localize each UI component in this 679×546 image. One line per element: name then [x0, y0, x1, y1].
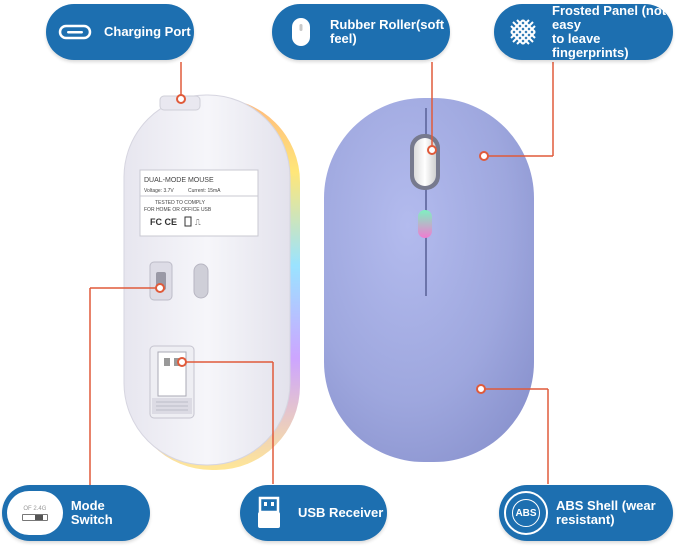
abs-badge-text: ABS — [512, 499, 540, 527]
usb-receiver-callout: USB Receiver — [240, 485, 387, 541]
toggle-switch-icon: OF 2.4G — [7, 491, 63, 535]
frosted-panel-label: Frosted Panel (not easy to leave fingerp… — [552, 4, 673, 60]
charging-port-label: Charging Port — [104, 24, 191, 39]
frosted-panel-label-line1: Frosted Panel (not easy — [552, 3, 667, 32]
frosted-texture-icon — [502, 11, 544, 53]
frosted-panel-label-line2: to leave fingerprints) — [552, 31, 629, 60]
svg-text:⎍: ⎍ — [195, 218, 201, 227]
abs-shell-callout: ABS ABS Shell (wear resistant) — [499, 485, 673, 541]
rubber-roller-label: Rubber Roller(soft feel) — [330, 17, 445, 46]
mode-switch-callout: OF 2.4G Mode Switch — [2, 485, 150, 541]
label-voltage: Voltage: 3.7V — [144, 188, 174, 194]
charging-port-callout: Charging Port — [46, 4, 194, 60]
label-tested-2: FOR HOME OR OFFICE USB — [144, 207, 212, 213]
mouse-top-view — [324, 98, 534, 462]
mode-switch-label: Mode Switch — [70, 498, 113, 527]
mouse-bottom-view: DUAL-MODE MOUSE Voltage: 3.7V Current: 1… — [123, 94, 300, 470]
switch-icon-text: OF 2.4G — [23, 505, 47, 512]
label-marks: FC CE — [150, 217, 177, 227]
rubber-roller-callout: Rubber Roller(soft feel) — [272, 4, 450, 60]
abs-badge-icon: ABS — [504, 491, 548, 535]
frosted-panel-callout: Frosted Panel (not easy to leave fingerp… — [494, 4, 673, 60]
label-current: Current: 15mA — [188, 188, 221, 194]
abs-shell-label-line1: ABS Shell (wear — [556, 498, 656, 513]
label-tested-1: TESTED TO COMPLY — [155, 200, 206, 206]
label-title: DUAL-MODE MOUSE — [144, 177, 214, 184]
usb-icon — [248, 492, 290, 534]
usb-c-port-icon — [54, 11, 96, 53]
abs-shell-label-line2: resistant) — [556, 512, 615, 527]
usb-receiver-label: USB Receiver — [298, 505, 384, 520]
leader-lines — [89, 62, 554, 487]
callout-dots — [155, 94, 489, 394]
scroll-wheel-icon — [280, 11, 322, 53]
abs-shell-label: ABS Shell (wear resistant) — [556, 499, 656, 527]
